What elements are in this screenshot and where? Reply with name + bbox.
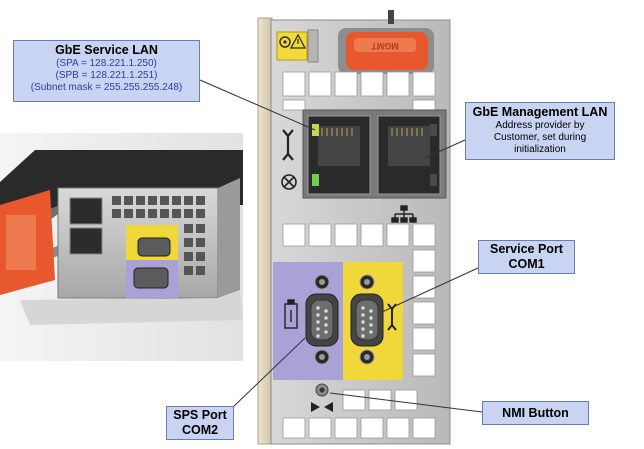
- leader-lines: [199, 79, 483, 413]
- battery-icon: [284, 299, 298, 329]
- nmi-button-callout: NMI Button: [482, 401, 589, 425]
- callout-line: Service Port: [490, 242, 563, 256]
- sps-port-callout: SPS Port COM2: [166, 406, 234, 440]
- eject-icon: [279, 36, 291, 48]
- callout-line: COM2: [181, 423, 219, 437]
- callout-title: GbE Management LAN: [472, 105, 608, 119]
- gbe-service-lan-callout: GbE Service LAN (SPA = 128.221.1.250) (S…: [13, 40, 200, 102]
- callout-line: COM1: [508, 257, 545, 271]
- callout-line: Customer, set during: [493, 132, 587, 143]
- callout-line: NMI Button: [502, 406, 569, 420]
- wrench-icon: [282, 129, 294, 161]
- callout-line: Address provider by: [495, 120, 585, 131]
- service-port-callout: Service Port COM1: [478, 240, 575, 274]
- callout-line: (SPA = 128.221.1.250): [56, 58, 157, 69]
- callout-line: (Subnet mask = 255.255.255.248): [30, 82, 183, 93]
- gbe-management-lan-callout: GbE Management LAN Address provider by C…: [465, 102, 615, 160]
- callout-title: GbE Service LAN: [55, 43, 158, 57]
- network-icon: [391, 205, 417, 223]
- callout-line: SPS Port: [173, 408, 227, 422]
- callout-line: initialization: [514, 144, 566, 155]
- warning-icon: [289, 33, 307, 49]
- callout-line: (SPB = 128.221.1.251): [55, 70, 158, 81]
- handle-logo: MGMT: [371, 41, 399, 51]
- nmi-icon: [311, 402, 333, 412]
- no-tool-icon: [281, 174, 297, 190]
